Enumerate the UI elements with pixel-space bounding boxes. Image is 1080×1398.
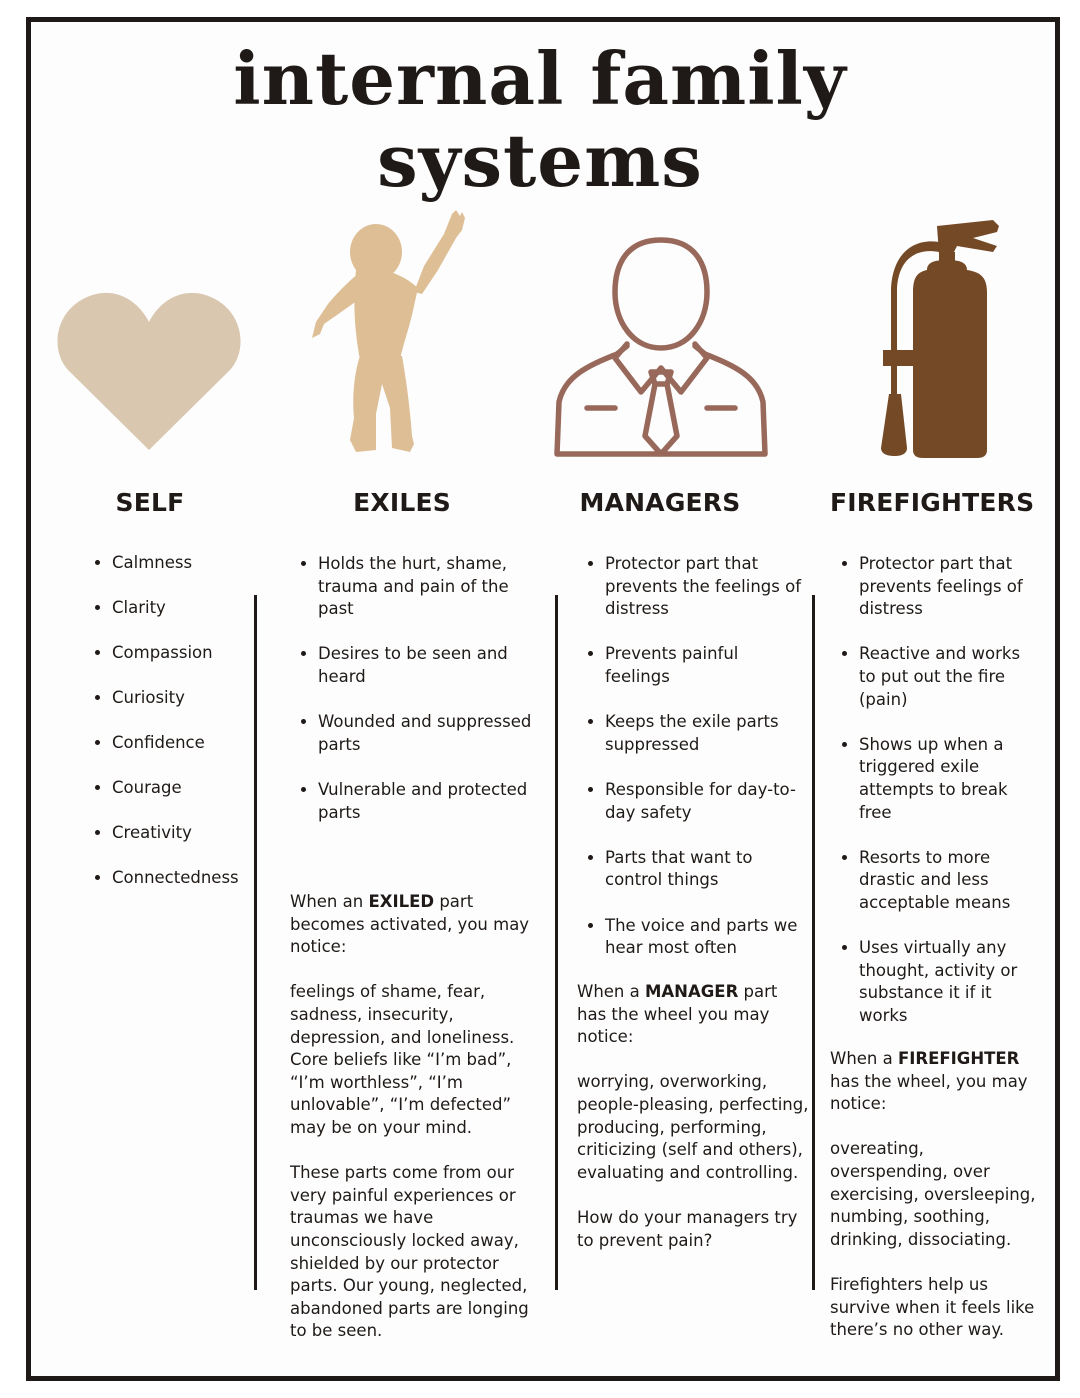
firefighters-column: Protector part that prevents feelings of… xyxy=(831,553,1039,1050)
managers-column: Protector part that prevents the feeling… xyxy=(577,553,803,982)
exiles-paragraph: feelings of shame, fear, sadness, insecu… xyxy=(290,982,515,1137)
firefighters-paragraph: Firefighters help us survive when it fee… xyxy=(830,1274,1035,1340)
column-divider-2 xyxy=(555,595,558,1290)
self-list: Calmness Clarity Compassion Curiosity Co… xyxy=(84,552,254,889)
list-item: Parts that want to control things xyxy=(605,847,803,892)
firefighters-notice-intro: When a FIREFIGHTER has the wheel, you ma… xyxy=(830,1049,1028,1114)
list-item: Desires to be seen and heard xyxy=(318,643,540,688)
firefighters-notice: When a FIREFIGHTER has the wheel, you ma… xyxy=(830,1048,1040,1364)
exiles-column: Holds the hurt, shame, trauma and pain o… xyxy=(290,553,540,847)
list-item: Calmness xyxy=(112,552,254,575)
list-item: Shows up when a triggered exile attempts… xyxy=(859,734,1039,824)
column-divider-1 xyxy=(254,595,257,1290)
child-reaching-icon xyxy=(312,210,465,452)
list-item: Confidence xyxy=(112,732,254,755)
list-item: Creativity xyxy=(112,822,254,845)
list-item: Compassion xyxy=(112,642,254,665)
title-line-1: internal family xyxy=(233,36,847,121)
managers-paragraph: How do your managers try to prevent pain… xyxy=(577,1207,798,1250)
exiles-paragraph: These parts come from our very painful e… xyxy=(290,1163,529,1341)
list-item: Clarity xyxy=(112,597,254,620)
list-item: Curiosity xyxy=(112,687,254,710)
firefighter-keyword: FIREFIGHTER xyxy=(897,1049,1020,1068)
title-line-2: systems xyxy=(377,118,703,203)
list-item: Courage xyxy=(112,777,254,800)
managers-notice: When a MANAGER part has the wheel you ma… xyxy=(577,981,809,1275)
list-item: Prevents painful feelings xyxy=(605,643,803,688)
self-column: Calmness Clarity Compassion Curiosity Co… xyxy=(84,552,254,912)
list-item: Protector part that prevents the feeling… xyxy=(605,553,803,621)
heading-exiles: EXILES xyxy=(353,488,451,517)
manager-keyword: MANAGER xyxy=(644,982,739,1001)
managers-list: Protector part that prevents the feeling… xyxy=(577,553,803,960)
exiles-notice-intro: When an EXILED part becomes activated, y… xyxy=(290,892,530,957)
exiles-notice: When an EXILED part becomes activated, y… xyxy=(290,891,540,1365)
manager-person-icon xyxy=(554,237,768,457)
list-item: Wounded and suppressed parts xyxy=(318,711,540,756)
heart-icon xyxy=(57,292,241,450)
list-item: Keeps the exile parts suppressed xyxy=(605,711,803,756)
list-item: The voice and parts we hear most often xyxy=(605,915,803,960)
page-title: internal family systems xyxy=(0,38,1080,202)
managers-paragraph: worrying, overworking, people-pleasing, … xyxy=(577,1072,809,1182)
firefighters-list: Protector part that prevents feelings of… xyxy=(831,553,1039,1027)
fire-extinguisher-icon xyxy=(881,220,999,458)
list-item: Holds the hurt, shame, trauma and pain o… xyxy=(318,553,540,621)
heading-managers: MANAGERS xyxy=(579,488,741,517)
exiles-list: Holds the hurt, shame, trauma and pain o… xyxy=(290,553,540,824)
list-item: Vulnerable and protected parts xyxy=(318,779,540,824)
exiled-keyword: EXILED xyxy=(368,892,435,911)
list-item: Connectedness xyxy=(112,867,254,890)
list-item: Uses virtually any thought, activity or … xyxy=(859,937,1039,1027)
heading-self: SELF xyxy=(115,488,185,517)
column-divider-3 xyxy=(812,595,815,1290)
list-item: Resorts to more drastic and less accepta… xyxy=(859,847,1039,915)
list-item: Responsible for day-to-day safety xyxy=(605,779,803,824)
list-item: Protector part that prevents feelings of… xyxy=(859,553,1039,621)
firefighters-paragraph: overeating, overspending, over exercisin… xyxy=(830,1139,1036,1249)
page-border xyxy=(26,17,1060,1381)
heading-firefighters: FIREFIGHTERS xyxy=(830,488,1035,517)
list-item: Reactive and works to put out the fire (… xyxy=(859,643,1039,711)
managers-notice-intro: When a MANAGER part has the wheel you ma… xyxy=(577,982,778,1047)
